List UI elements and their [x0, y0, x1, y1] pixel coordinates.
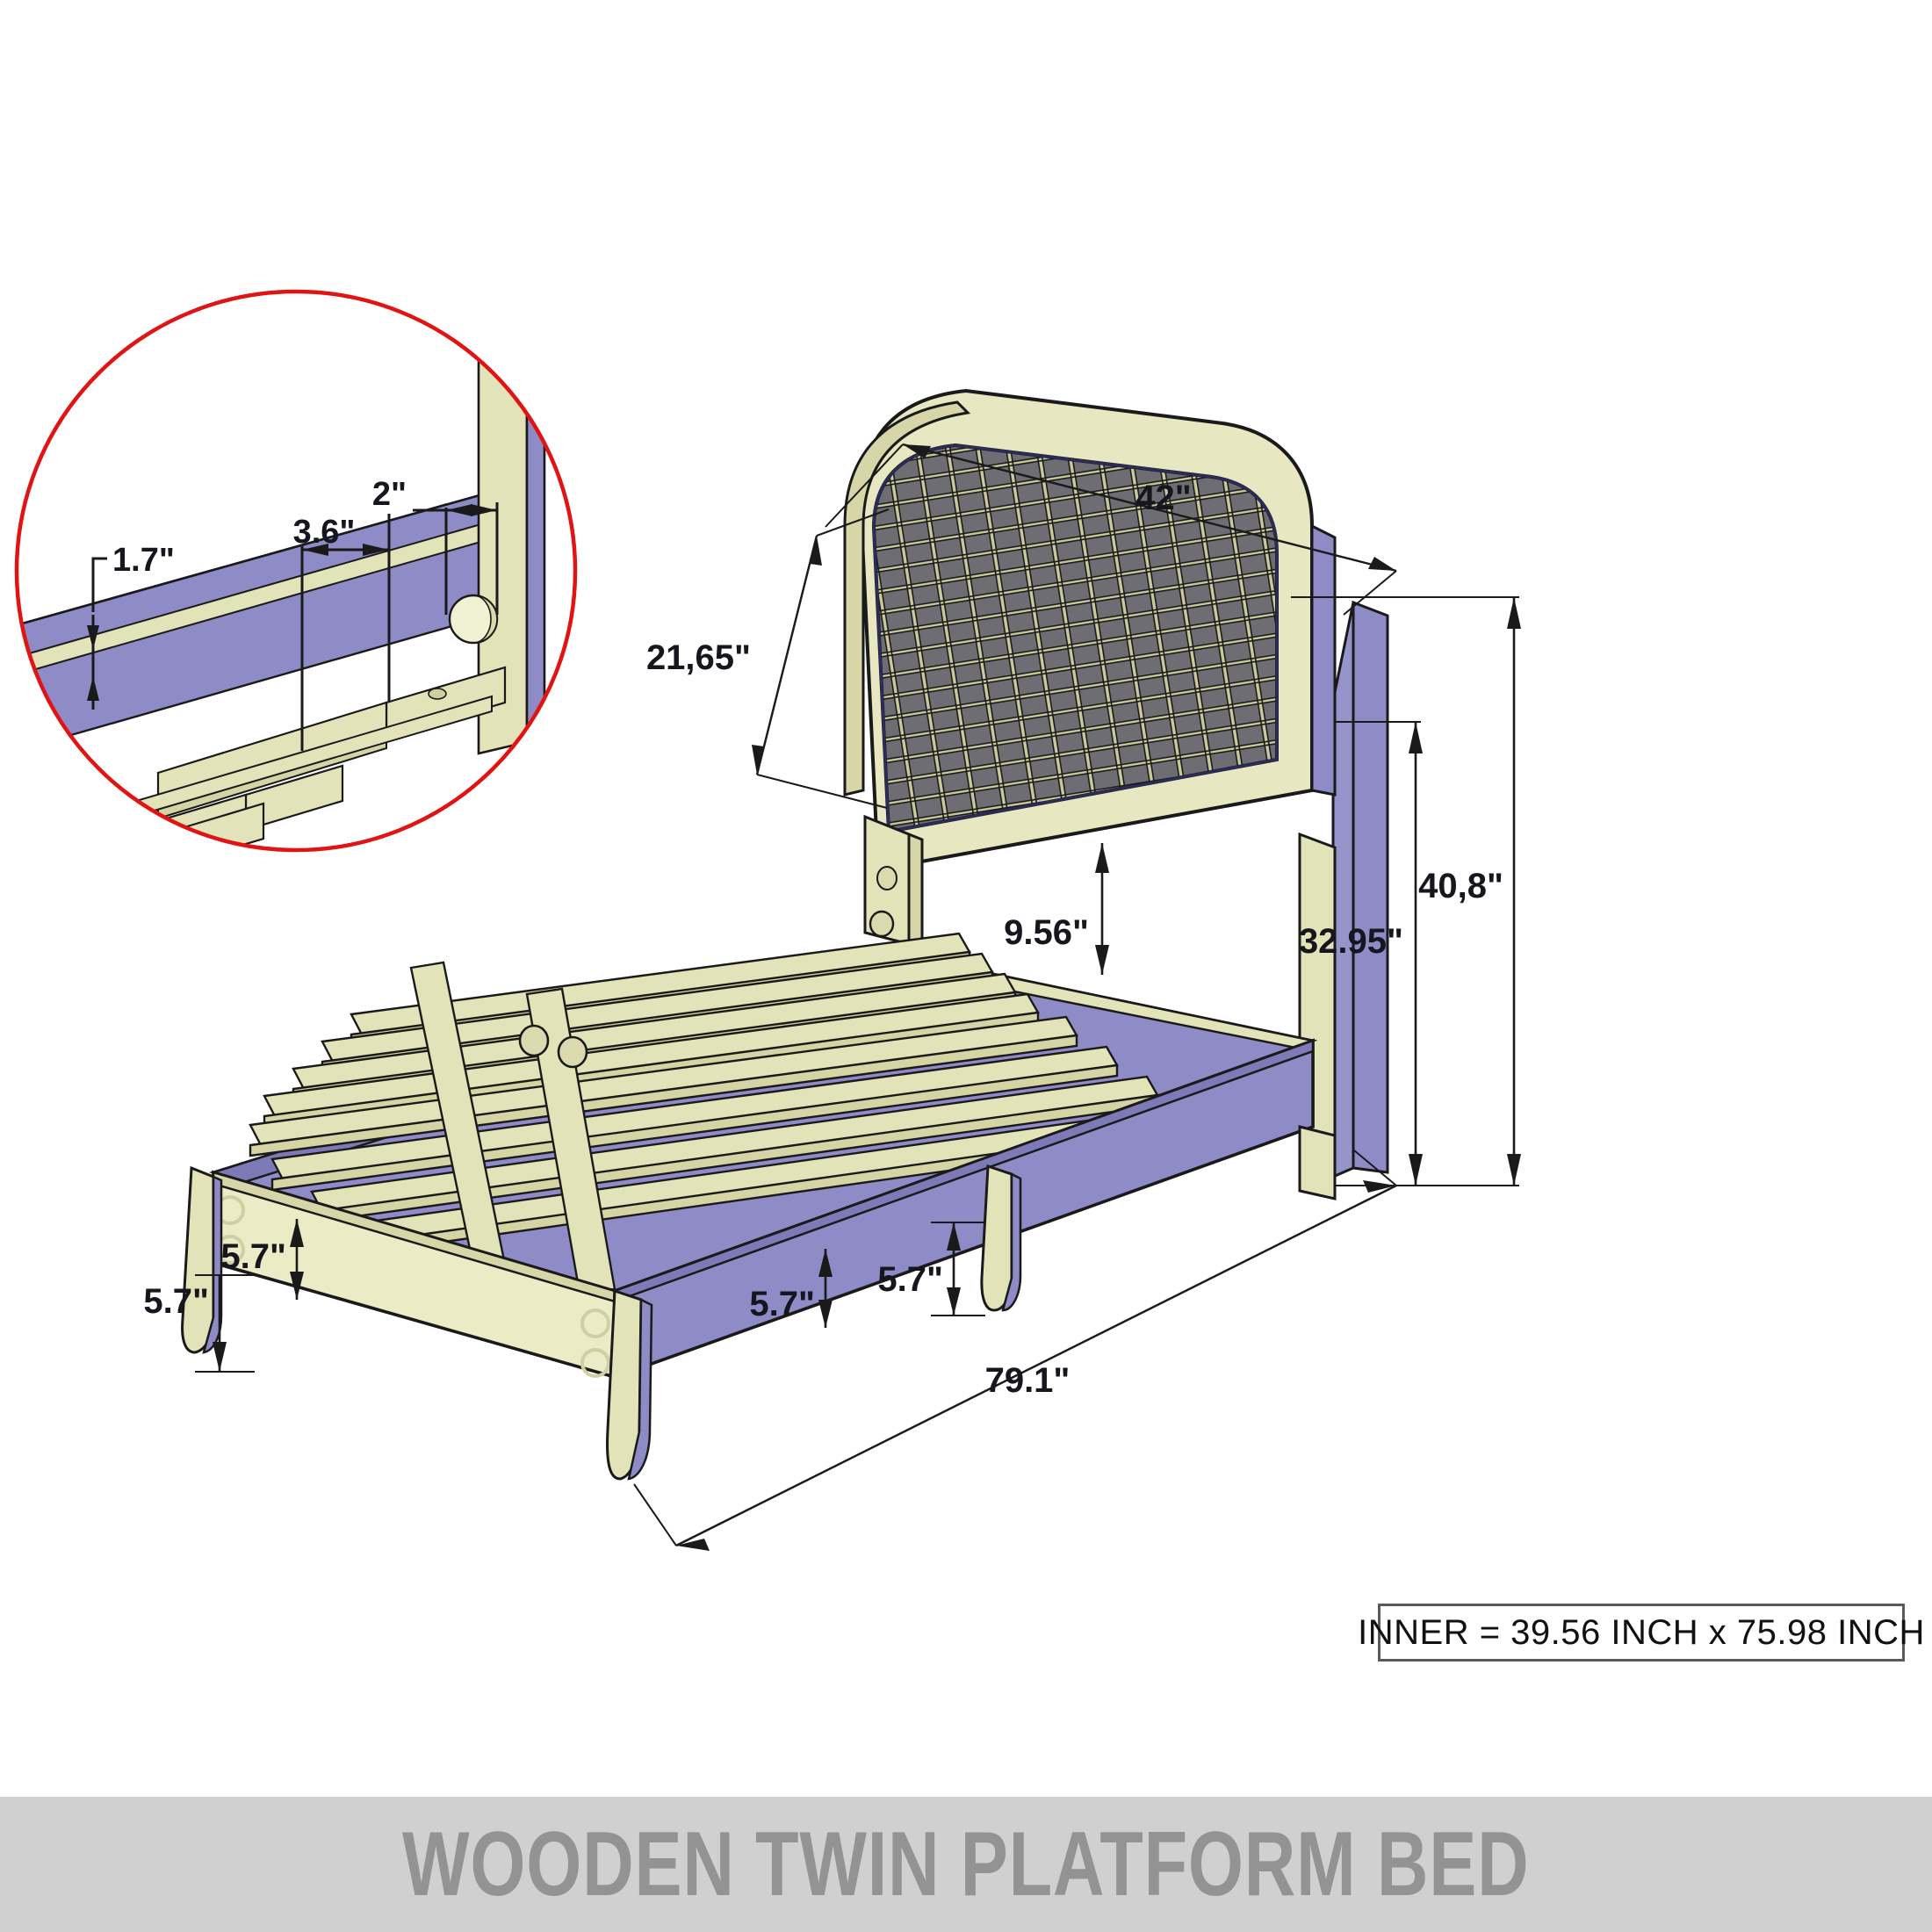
detail-dowel-shadow — [472, 595, 498, 644]
dim-42: 42" — [825, 443, 1397, 616]
bed-slats — [249, 932, 1200, 1294]
headboard-rear-post — [1352, 600, 1389, 1174]
detail-circle-group: 1.7" 3.6" 2" — [14, 289, 578, 853]
detail-headboard-post-side — [525, 297, 546, 750]
bed-frame — [181, 910, 1337, 1481]
dim-5-7-leg-left: 5.7" — [143, 1274, 255, 1373]
headboard-left-post-side — [907, 832, 924, 951]
product-title: WOODEN TWIN PLATFORM BED — [402, 1813, 1530, 1915]
dim-3-6-label: 3.6" — [293, 514, 356, 551]
leg-headboard-end — [1298, 1125, 1337, 1200]
dim-5-7-side-rail: 5.7" — [749, 1249, 833, 1328]
dim-40-8-label: 40,8" — [1418, 867, 1503, 905]
headboard-right-thickness — [1310, 523, 1337, 797]
leg-front-left-side — [202, 1175, 223, 1354]
headboard-cane-panel-inner-outline — [872, 443, 1279, 833]
dim-3-6: 3.6" — [293, 514, 391, 751]
dim-5-7-leg-right: 5.7" — [877, 1222, 985, 1316]
dim-42-label: 42" — [1135, 479, 1191, 517]
dim-9-56: 9.56" — [1004, 843, 1109, 975]
dim-79-1: 79.1" — [633, 1150, 1397, 1551]
dim-21-65-label: 21,65" — [646, 638, 751, 677]
detail-content — [17, 292, 575, 850]
inner-dimension-text: INNER = 39.56 INCH x 75.98 INCH — [1358, 1612, 1925, 1652]
dim-2-label: 2" — [372, 476, 407, 513]
dim-5-7-leg-right-label: 5.7" — [877, 1260, 943, 1299]
dim-79-1-label: 79.1" — [985, 1361, 1071, 1400]
dim-5-7-leg-left-label: 5.7" — [143, 1282, 209, 1321]
dim-5-7-side-rail-label: 5.7" — [749, 1285, 815, 1323]
headboard-left-edge — [843, 400, 971, 797]
dim-1-7-label: 1.7" — [112, 542, 175, 579]
title-bar: WOODEN TWIN PLATFORM BED — [0, 1797, 1932, 1932]
bed-isometric: 42" 21,65" 9.56" — [143, 388, 1521, 1551]
ledger-joint-holes — [518, 910, 895, 1069]
dim-32-95-label: 32.95" — [1299, 922, 1403, 961]
dim-40-8: 40,8" — [1291, 596, 1521, 1186]
detail-post-top — [475, 297, 548, 320]
dim-9-56-label: 9.56" — [1004, 913, 1089, 952]
dim-1-7: 1.7" — [87, 542, 175, 710]
leg-front-right-side — [627, 1297, 653, 1481]
leg-mid-right-side — [1001, 1171, 1022, 1312]
leg-mid-right — [980, 1164, 1013, 1312]
dim-2: 2" — [372, 476, 499, 615]
leg-front-left — [181, 1165, 215, 1354]
dim-5-7-footboard: 5.7" — [220, 1219, 304, 1300]
dim-21-65: 21,65" — [646, 508, 890, 809]
dim-5-7-footboard-label: 5.7" — [220, 1237, 286, 1276]
inner-dimension-note: INNER = 39.56 INCH x 75.98 INCH — [1358, 1604, 1924, 1662]
dim-32-95: 32.95" — [1299, 721, 1423, 1186]
headboard — [843, 388, 1389, 1179]
detail-circle-outline — [14, 289, 578, 853]
headboard-post-screw-hole — [876, 866, 898, 890]
bed-legs — [181, 1164, 1022, 1481]
